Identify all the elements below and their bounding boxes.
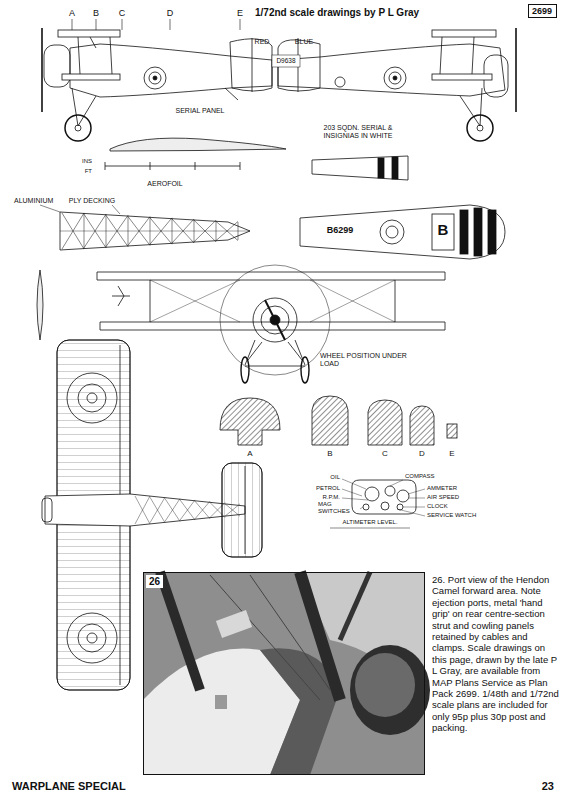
drawing-label: BLUE xyxy=(295,38,313,46)
drawing-label: 203 SQDN. SERIAL & INSIGNIAS IN WHITE xyxy=(312,124,404,139)
truss-stroke xyxy=(216,221,217,241)
photo-frame: 26 xyxy=(143,572,425,775)
drawing-label: AMMETER xyxy=(427,485,457,492)
drawing-label: AIR SPEED xyxy=(427,494,459,501)
drawing-label: B xyxy=(327,450,332,459)
drawing-label: D xyxy=(419,450,425,459)
truss-stroke xyxy=(106,215,128,246)
photo-caption: 26. Port view of the Hendon Camel forwar… xyxy=(432,574,560,733)
drawing-label: MAG SWITCHES xyxy=(318,501,356,514)
truss-stroke xyxy=(106,215,128,246)
drawing-label: A xyxy=(247,450,252,459)
truss-stroke xyxy=(128,216,129,247)
truss-stroke xyxy=(172,219,194,243)
truss-stroke xyxy=(172,219,194,243)
drawing-label: D9638 xyxy=(276,57,295,64)
drawing-label: E xyxy=(449,450,454,459)
truss-stroke xyxy=(194,220,216,242)
drawing-label: C xyxy=(382,450,388,459)
truss-stroke xyxy=(194,220,216,242)
drawing-label: R.P.M. xyxy=(322,494,340,501)
truss-stroke xyxy=(128,217,150,246)
truss-stroke xyxy=(62,213,84,249)
drawing-label: RED xyxy=(255,38,270,46)
truss-stroke xyxy=(195,501,210,519)
drawing-label: WHEEL POSITION UNDER LOAD xyxy=(320,352,410,367)
truss-stroke xyxy=(238,222,239,240)
photo xyxy=(143,572,430,775)
truss-stroke xyxy=(150,218,172,244)
drawing-label: B xyxy=(93,9,99,19)
truss-stroke xyxy=(84,214,106,248)
drawing-label: PLY DECKING xyxy=(69,197,115,205)
truss-stroke xyxy=(180,500,195,520)
drawing-label: FT xyxy=(85,168,92,175)
drawing-label: AEROFOIL xyxy=(147,180,182,188)
truss-stroke xyxy=(84,213,85,249)
drawing-label: C xyxy=(119,9,126,19)
callout-number: 26 xyxy=(146,575,163,588)
drawing-label: 23 xyxy=(542,780,554,792)
truss-stroke xyxy=(165,499,180,522)
truss-stroke xyxy=(84,214,106,248)
drawing-label: SERIAL PANEL xyxy=(175,107,224,115)
truss-stroke xyxy=(128,217,150,246)
drawing-label: CLOCK xyxy=(427,503,448,510)
box-text: 2699 xyxy=(532,6,553,16)
truss-stroke xyxy=(62,213,84,249)
truss-stroke xyxy=(150,218,172,244)
truss-stroke xyxy=(150,497,165,522)
drawing-label: B6299 xyxy=(327,226,354,236)
drawing-label: D xyxy=(167,9,174,19)
drawing-label: B xyxy=(438,222,449,239)
truss-stroke xyxy=(165,499,180,522)
plan-number-box: 2699 xyxy=(528,4,557,18)
truss-stroke xyxy=(106,214,107,247)
drawing-label: INS xyxy=(82,158,92,165)
drawing-label: OIL xyxy=(330,474,340,481)
truss-stroke xyxy=(216,221,238,240)
truss-stroke xyxy=(135,496,150,524)
truss-stroke xyxy=(150,497,165,522)
drawing-label: ALUMINIUM xyxy=(14,197,53,205)
drawing-label: A xyxy=(69,9,75,19)
truss-stroke xyxy=(180,500,195,520)
drawing-label: SERVICE WATCH xyxy=(427,512,476,519)
truss-stroke xyxy=(216,221,238,240)
drawing-label: PETROL xyxy=(316,485,340,492)
truss-stroke xyxy=(172,218,173,244)
drawing-label: WARPLANE SPECIAL xyxy=(12,780,126,792)
drawing-title: 1/72nd scale drawings by P L Gray xyxy=(255,7,419,18)
truss-stroke xyxy=(150,217,151,245)
drawing-label: ALTIMETER LEVEL. xyxy=(342,519,397,526)
truss-stroke xyxy=(194,220,195,243)
truss-stroke xyxy=(135,496,150,524)
drawing-label: COMPASS xyxy=(405,473,435,480)
truss-stroke xyxy=(195,501,210,519)
drawing-label: E xyxy=(237,9,243,19)
